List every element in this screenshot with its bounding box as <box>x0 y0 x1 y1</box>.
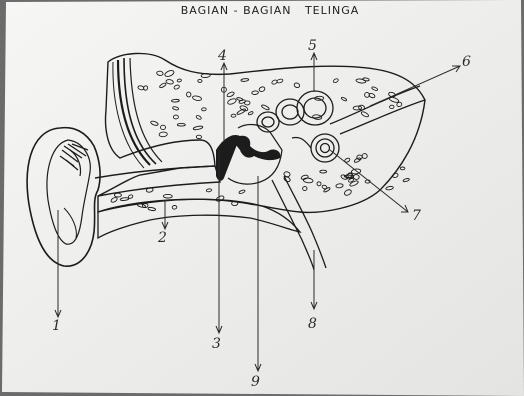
label-5: 5 <box>308 38 317 54</box>
label-2: 2 <box>158 230 167 246</box>
label-3: 3 <box>212 336 221 352</box>
label-4: 4 <box>218 48 227 64</box>
label-7: 7 <box>412 208 421 224</box>
diagram-title: BAGIAN - BAGIAN TELINGA <box>150 4 390 17</box>
label-8: 8 <box>308 316 317 332</box>
label-1: 1 <box>52 318 61 334</box>
label-9: 9 <box>251 374 260 390</box>
label-6: 6 <box>462 54 471 70</box>
